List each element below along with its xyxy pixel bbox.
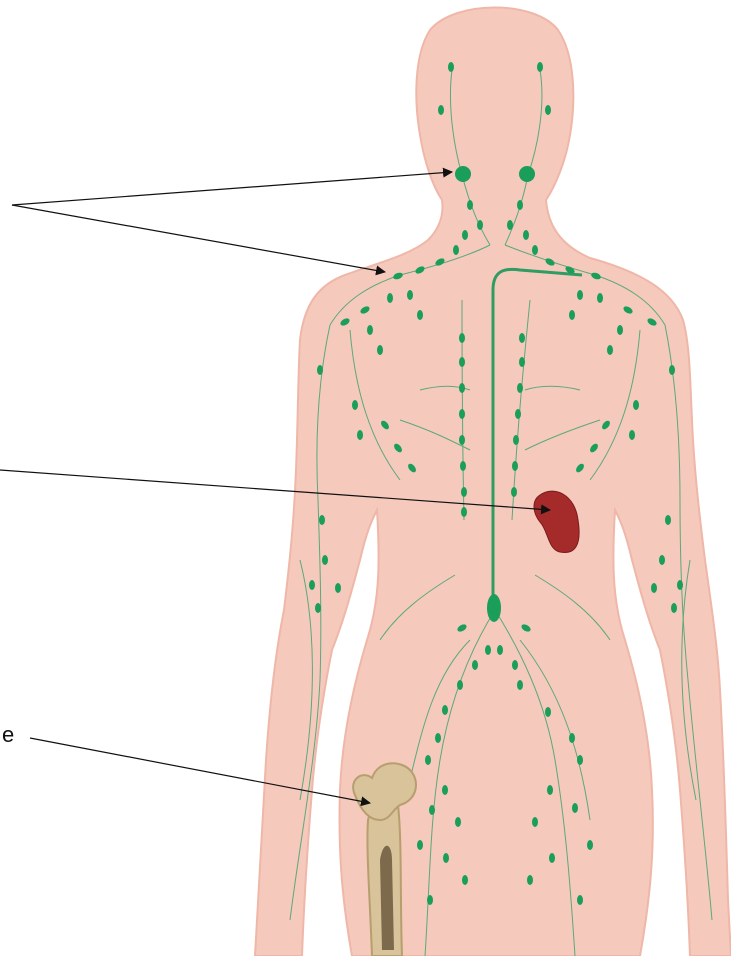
lymph-node-neck-left: [455, 166, 471, 182]
arrow-icon: [12, 172, 452, 205]
arrow-icon: [30, 738, 370, 803]
bone-marrow-canal: [380, 846, 394, 950]
cisterna-chyli: [487, 594, 501, 622]
arrow-icon: [12, 205, 385, 272]
bone-marrow-label-fragment: e: [2, 722, 14, 747]
lymph-node-neck-right: [519, 166, 535, 182]
